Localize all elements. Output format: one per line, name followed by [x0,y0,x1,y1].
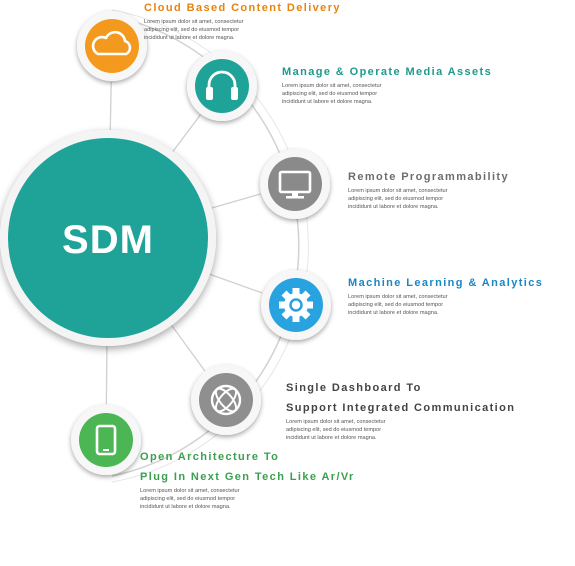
globe-icon [210,384,242,416]
feature-node [77,11,147,81]
feature-title: Cloud Based Content Delivery [144,1,341,15]
feature-description-line: incididunt ut labore et dolore magna. [282,99,373,105]
feature-description-line: adipiscing elit, sed do eiusmod tempor [286,427,382,433]
cloud-icon [91,30,132,56]
feature-description: Lorem ipsum dolor sit amet, consectetur a… [140,487,355,511]
outer-arc-line-2 [111,9,309,483]
feature-title: Remote Programmability [348,170,509,184]
feature-title-line: Single Dashboard To [286,382,422,394]
feature-node [187,51,257,121]
node-circle [268,157,322,211]
feature-node [191,365,261,435]
feature-description-line: adipiscing elit, sed do eiusmod tempor [282,91,378,97]
hub-label: SDM [62,218,154,262]
feature-title-line: Machine Learning & Analytics [348,277,544,289]
spoke-line [105,345,108,405]
monitor-icon [278,170,312,199]
feature-text: Single Dashboard To Support Integrated Co… [286,381,515,442]
feature-nodes [0,11,331,475]
outer-arc-line [111,15,300,477]
feature-description: Lorem ipsum dolor sit amet, consectetur a… [348,187,509,211]
feature-description-line: adipiscing elit, sed do eiusmod tempor [144,27,240,33]
spoke-line [172,114,201,152]
feature-title-line: Cloud Based Content Delivery [144,2,341,14]
feature-text: Open Architecture To Plug In Next Gen Tec… [140,450,355,511]
feature-description-line: Lorem ipsum dolor sit amet, consectetur [286,419,386,425]
node-circle [79,413,133,467]
hub-circle [8,138,208,338]
feature-node [260,149,330,219]
spoke-line [109,81,112,131]
feature-title-line: Support Integrated Communication [286,402,516,414]
feature-description-line: Lorem ipsum dolor sit amet, consectetur [348,188,448,194]
feature-node [71,405,141,475]
feature-title-line: Manage & Operate Media Assets [282,66,493,78]
feature-description-line: adipiscing elit, sed do eiusmod tempor [140,496,236,502]
tablet-icon [95,424,117,456]
feature-description-line: adipiscing elit, sed do eiusmod tempor [348,302,444,308]
gear-icon [279,288,313,322]
feature-description: Lorem ipsum dolor sit amet, consectetur a… [348,293,543,317]
feature-description-line: incididunt ut labore et dolore magna. [140,504,231,510]
feature-description: Lorem ipsum dolor sit amet, consectetur a… [144,18,341,42]
spoke-line [171,324,206,372]
headphones-icon [206,70,238,100]
spoke-line [209,273,263,294]
feature-title: Manage & Operate Media Assets [282,65,492,79]
feature-description: Lorem ipsum dolor sit amet, consectetur a… [282,82,492,106]
feature-description-line: incididunt ut labore et dolore magna. [348,204,439,210]
feature-node [261,270,331,340]
feature-description-line: incididunt ut labore et dolore magna. [348,310,439,316]
node-circle [199,373,253,427]
node-circle [85,19,139,73]
feature-description-line: Lorem ipsum dolor sit amet, consectetur [140,488,240,494]
feature-title-line: Plug In Next Gen Tech Like Ar/Vr [140,471,355,483]
feature-description-line: incididunt ut labore et dolore magna. [144,35,235,41]
feature-title-line: Open Architecture To [140,451,280,463]
feature-title: Open Architecture To Plug In Next Gen Tec… [140,450,355,484]
node-circle [195,59,249,113]
feature-description-line: Lorem ipsum dolor sit amet, consectetur [348,294,448,300]
spoke-line [211,193,261,209]
feature-description: Lorem ipsum dolor sit amet, consectetur a… [286,418,515,442]
feature-title: Machine Learning & Analytics [348,276,543,290]
feature-description-line: adipiscing elit, sed do eiusmod tempor [348,196,444,202]
feature-description-line: incididunt ut labore et dolore magna. [286,435,377,441]
connector-lines [105,9,309,483]
feature-description-line: Lorem ipsum dolor sit amet, consectetur [144,19,244,25]
feature-title-line: Remote Programmability [348,171,510,183]
feature-title: Single Dashboard To Support Integrated Co… [286,381,515,415]
feature-description-line: Lorem ipsum dolor sit amet, consectetur [282,83,382,89]
